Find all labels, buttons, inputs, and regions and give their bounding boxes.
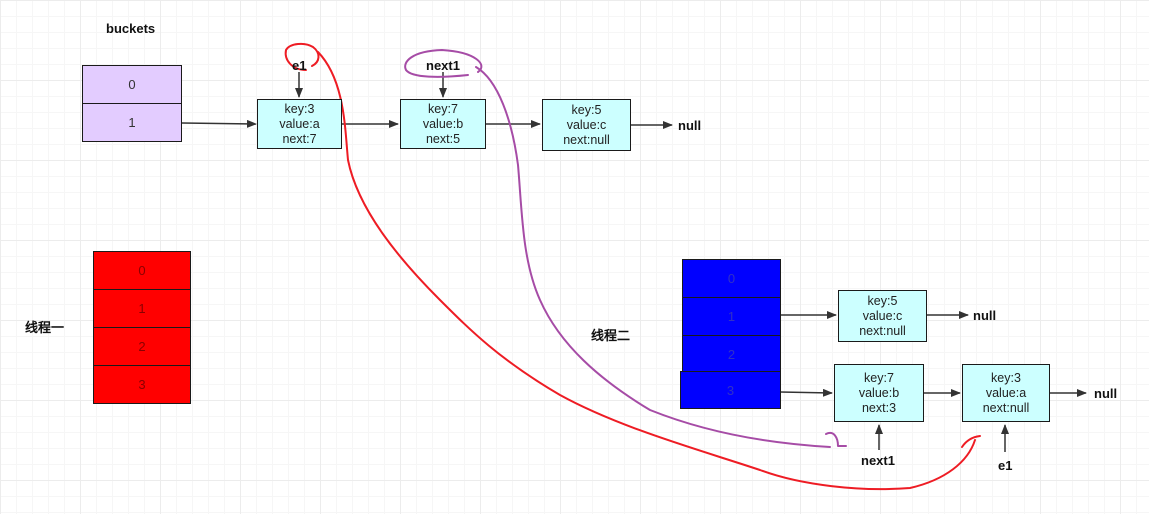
pointer-next1-top: next1 <box>426 58 460 73</box>
node-value: value:a <box>279 116 320 131</box>
node-next: next:3 <box>861 400 897 415</box>
node-next: next:5 <box>425 131 461 146</box>
bucket-0-top: 0 <box>82 65 182 104</box>
pointer-next1-thread2: next1 <box>861 453 895 468</box>
node-key: key:3 <box>284 101 315 116</box>
arrow-bucket1-to-key3 <box>181 119 257 128</box>
thread2-node-key3: key:3 value:a next:null <box>962 364 1050 422</box>
buckets-label: buckets <box>106 21 156 36</box>
node-value: value:c <box>862 308 903 323</box>
node-key: key:5 <box>867 293 898 308</box>
thread1-label: 线程一 <box>25 320 65 335</box>
node-key: key:3 <box>991 370 1021 385</box>
pointer-e1-top: e1 <box>292 58 307 73</box>
node-value: value:b <box>422 116 464 131</box>
thread1-bucket-0: 0 <box>93 251 191 290</box>
node-key: key:5 <box>571 102 602 117</box>
pointer-e1-thread2: e1 <box>998 458 1013 473</box>
node-value: value:a <box>985 385 1027 400</box>
node-key: key:7 <box>864 370 894 385</box>
thread2-node-key7: key:7 value:b next:3 <box>834 364 924 422</box>
node-key7-top: key:7 value:b next:5 <box>400 99 486 149</box>
null-label-top: null <box>678 118 702 133</box>
node-next: next:null <box>859 323 906 338</box>
purple-annotation <box>404 49 847 448</box>
node-key: key:7 <box>428 101 458 116</box>
thread2-bucket-3: 3 <box>680 371 781 409</box>
thread1-bucket-3: 3 <box>93 365 191 404</box>
thread2-node-key5: key:5 value:c next:null <box>838 290 927 342</box>
node-next: next:null <box>563 132 610 147</box>
node-next: next:null <box>982 400 1030 415</box>
thread1-bucket-2: 2 <box>93 327 191 366</box>
thread1-bucket-1: 1 <box>93 289 191 328</box>
node-key5-top: key:5 value:c next:null <box>542 99 631 151</box>
arrow-t2b3-to-key7 <box>779 388 833 397</box>
thread2-bucket-1: 1 <box>682 297 781 336</box>
null-label-thread2-bucket3: null <box>1094 386 1118 401</box>
node-key3-top: key:3 value:a next:7 <box>257 99 342 149</box>
red-annotation <box>284 42 981 491</box>
bucket-1-top: 1 <box>82 103 182 142</box>
node-value: value:c <box>566 117 607 132</box>
thread2-bucket-0: 0 <box>682 259 781 298</box>
thread2-label: 线程二 <box>591 328 631 343</box>
thread2-bucket-2: 2 <box>682 335 781 374</box>
node-next: next:7 <box>282 131 317 146</box>
null-label-thread2-bucket1: null <box>973 308 997 323</box>
node-value: value:b <box>858 385 900 400</box>
